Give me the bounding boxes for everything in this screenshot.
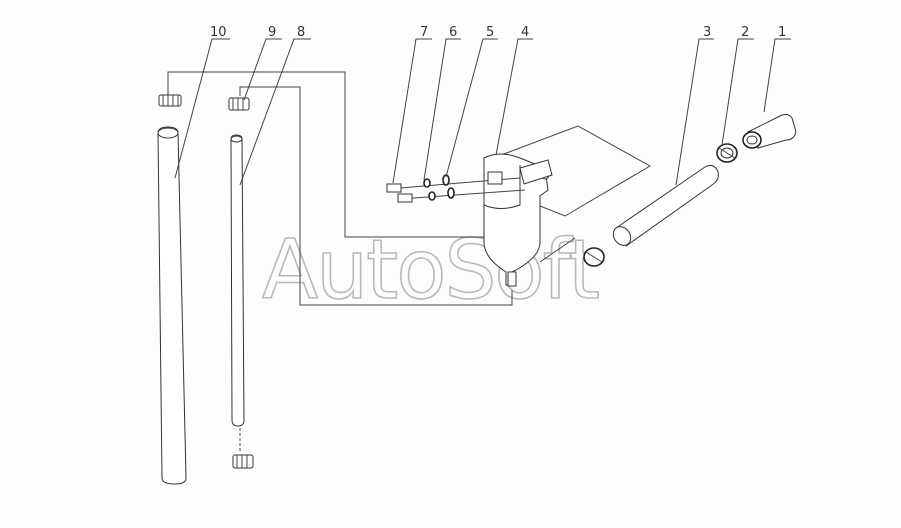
connection-lines [167,71,652,306]
callout-label-6: 6 [449,25,457,40]
part-4-filter-housing [483,153,553,287]
part-8-thin-hose [230,134,254,469]
part-6-washer-lower [428,191,436,201]
part-5-washer-lower [447,187,455,199]
part-5-washer [442,174,450,186]
part-2-clamp [716,143,738,163]
part-8-bottom-clamp [232,454,254,469]
callout-label-10: 10 [210,25,227,40]
callout-label-2: 2 [741,25,749,40]
callout-label-9: 9 [268,25,276,40]
part-4-port [487,171,503,185]
part-3-angled-hose [583,164,719,267]
part-10-long-hose [157,94,187,485]
filter-plane-outline [487,125,652,217]
callout-label-8: 8 [297,25,305,40]
callout-label-7: 7 [420,25,428,40]
callout-labels: 1 2 3 4 5 6 7 8 9 10 [210,25,786,40]
watermark-text: AutoSoft [262,223,599,318]
part-9-clamp [228,97,250,111]
hose-3-route-line [539,237,576,263]
part-7-fitting [386,183,402,193]
callout-label-5: 5 [486,25,494,40]
hose-10-route-line [167,71,486,238]
part-10-hose-body [157,126,187,485]
parts-5-6-7-fittings [386,171,526,203]
callout-label-4: 4 [521,25,529,40]
leader-lines [174,38,791,186]
part-7-fitting-lower [397,193,413,203]
part-10-clamp [158,94,182,107]
part-1-elbow-hose [742,113,797,149]
callout-label-1: 1 [778,25,786,40]
part-6-washer [423,178,431,188]
hose-8-route-line [239,86,513,306]
callout-label-3: 3 [703,25,711,40]
